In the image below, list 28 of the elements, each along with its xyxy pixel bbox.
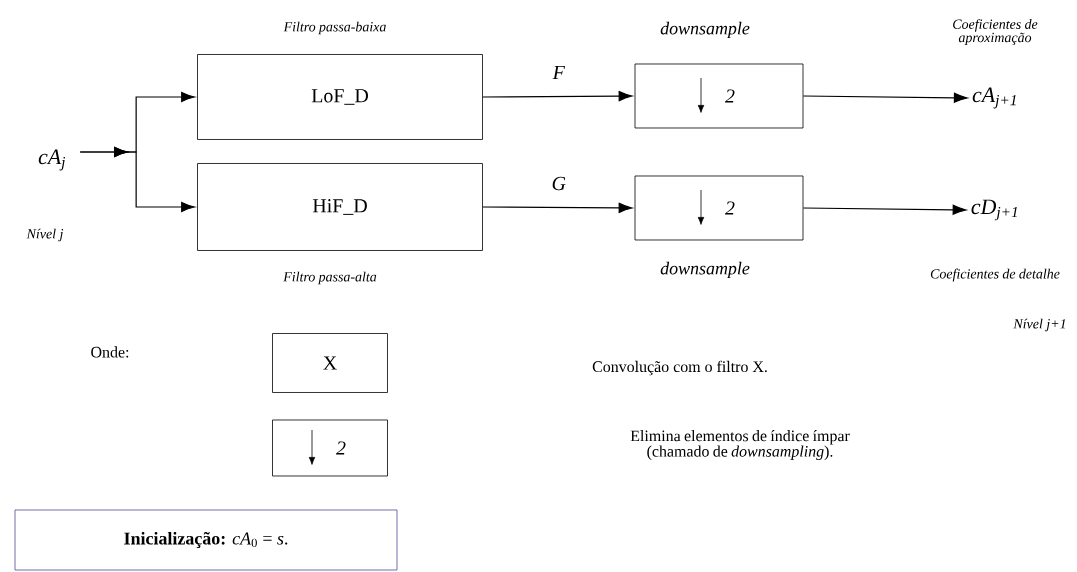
signal-label: cA$_{j}$	[38, 149, 66, 171]
edge-label: F	[552, 65, 565, 79]
downsample-box: 2	[634, 175, 804, 241]
filter-box: LoF_D	[197, 54, 483, 140]
text-label: Convolução com o filtro X.	[592, 360, 767, 376]
text-label: Nível j+1	[1013, 318, 1066, 332]
text-label: Onde:	[91, 346, 129, 358]
node-label: downsample	[660, 261, 750, 279]
text-label: Nível j	[26, 228, 64, 242]
node-label: Filtro passa-baixa	[283, 21, 386, 35]
node-label: downsample	[660, 21, 750, 39]
arrow	[482, 202, 633, 213]
output-label: cD$_{j+1}$	[971, 199, 1018, 221]
legend-box: X	[272, 333, 388, 393]
arrow	[802, 92, 968, 103]
arrow	[482, 91, 633, 102]
node-label: Coeficientes de detalhe	[930, 268, 1060, 282]
arrow	[802, 204, 967, 215]
downsample-box: 2	[634, 63, 804, 129]
output-label: cA$_{j+1}$	[972, 87, 1016, 109]
edge-label: G	[552, 176, 566, 191]
node-label: Coeficientes de aproximação	[953, 18, 1038, 46]
node-label: Filtro passa-alta	[283, 271, 377, 285]
arrow	[79, 146, 195, 213]
filter-box: HiF_D	[197, 163, 483, 251]
text-label: Elimina elementos de índice ímpar (chamado de downsampling).	[630, 430, 850, 460]
initialization-box: Inicialização: cA$_{0}$ = s.	[14, 509, 398, 571]
legend-box: 2	[272, 419, 388, 477]
